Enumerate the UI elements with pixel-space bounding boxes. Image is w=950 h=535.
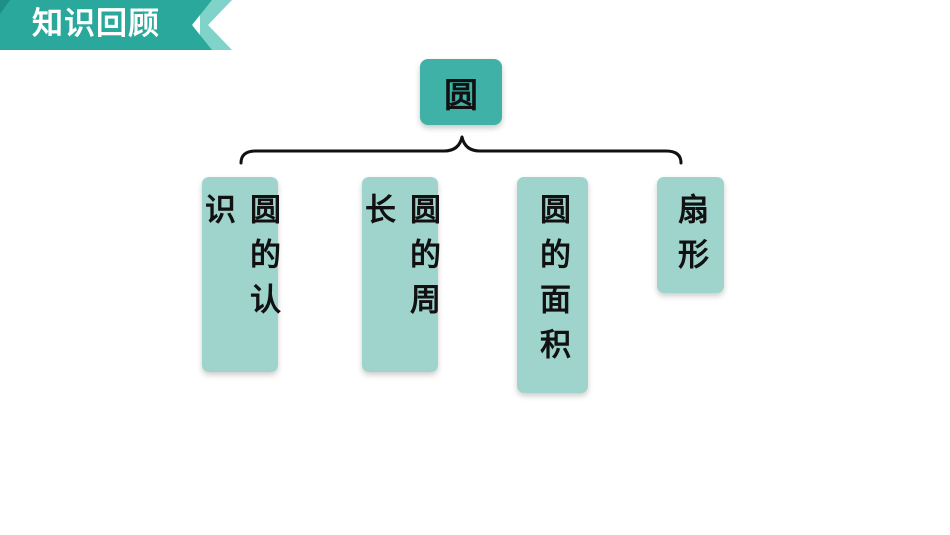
child-node-label: 圆的周长 [359, 193, 440, 328]
child-node-label: 圆的认识 [199, 193, 280, 328]
child-node-label: 扇形 [672, 193, 708, 283]
section-banner: 知识回顾 [0, 0, 232, 50]
banner-title: 知识回顾 [32, 6, 160, 42]
child-node-area: 圆的面积 [517, 177, 588, 393]
root-node: 圆 [420, 59, 502, 125]
child-node-label: 圆的面积 [534, 193, 570, 373]
root-node-label: 圆 [444, 75, 478, 116]
banner-ribbon-shape [0, 0, 232, 50]
child-node-circumference: 圆的周长 [359, 177, 440, 372]
child-node-sector: 扇形 [657, 177, 724, 293]
child-node-circle-recognition: 圆的认识 [199, 177, 280, 372]
